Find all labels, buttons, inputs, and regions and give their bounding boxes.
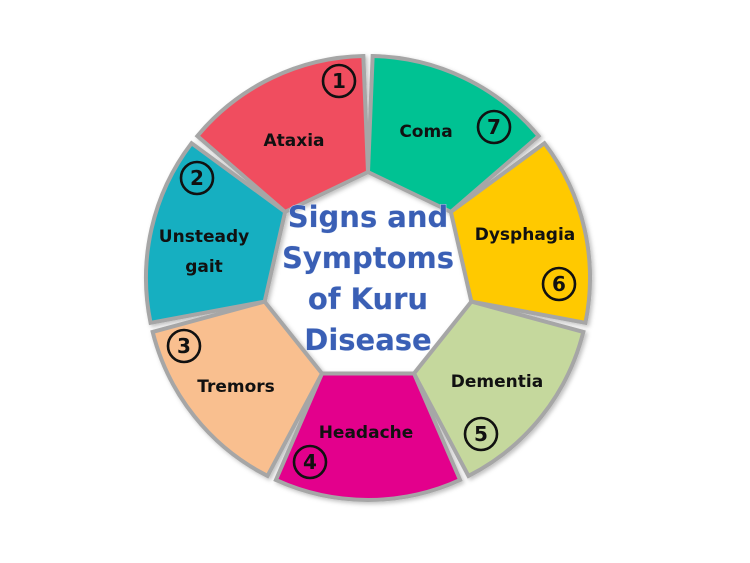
segment-unsteady-gait: [365, 54, 542, 215]
segment-label: Tremors: [197, 377, 275, 397]
number-7-icon: 7: [476, 109, 512, 145]
center-title-line-2: Symptoms: [282, 241, 454, 275]
number-6-icon: 6: [541, 266, 577, 302]
segment-label: gait: [185, 257, 223, 277]
number-1-icon: 1: [321, 63, 357, 99]
segment-dysphagia: [150, 299, 325, 479]
number-label: 6: [552, 272, 566, 296]
segment-label: Dementia: [451, 372, 543, 392]
number-label: 4: [303, 450, 317, 474]
segment-dementia: [273, 371, 463, 502]
segment-tremors: [448, 140, 592, 326]
center-title-line-4: Disease: [304, 323, 431, 357]
segment-label: Unsteady: [159, 227, 249, 247]
number-5-icon: 5: [463, 416, 499, 452]
number-label: 3: [177, 334, 191, 358]
segment-coma: [144, 140, 288, 326]
number-4-icon: 4: [292, 444, 328, 480]
segment-ataxia: [194, 54, 371, 215]
number-label: 2: [190, 166, 204, 190]
segment-label: Coma: [399, 122, 452, 142]
number-label: 1: [332, 69, 346, 93]
number-2-icon: 2: [179, 160, 215, 196]
center-title-line-3: of Kuru: [308, 282, 428, 316]
number-3-icon: 3: [166, 328, 202, 364]
number-label: 7: [487, 115, 501, 139]
segment-label: Headache: [319, 423, 414, 443]
number-label: 5: [474, 422, 488, 446]
segment-headache: [411, 299, 586, 479]
segment-label: Dysphagia: [475, 225, 576, 245]
segment-label: Ataxia: [263, 131, 324, 151]
center-title-line-1: Signs and: [288, 200, 449, 234]
